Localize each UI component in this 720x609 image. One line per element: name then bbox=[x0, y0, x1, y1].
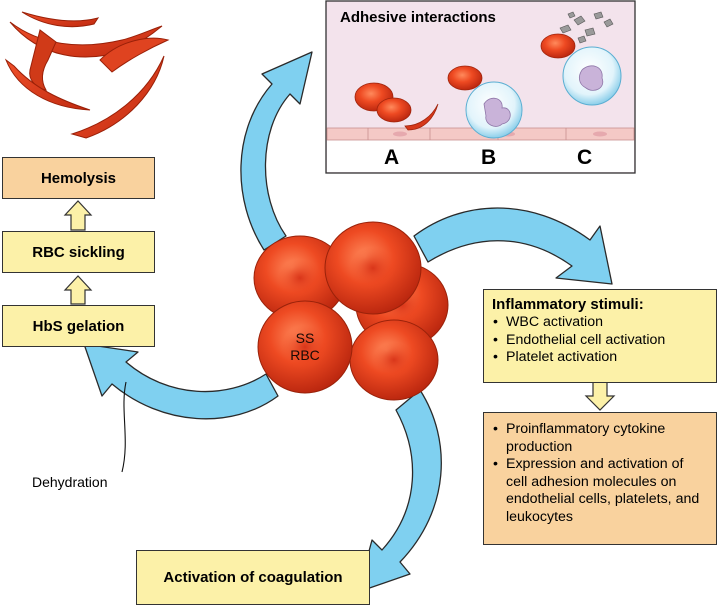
ss-rbc-cluster-icon bbox=[253, 221, 449, 401]
arrow-to-inflammatory bbox=[413, 207, 613, 285]
hemolysis-label: Hemolysis bbox=[40, 169, 117, 187]
adhesive-title: Adhesive interactions bbox=[340, 9, 496, 26]
arrow-to-adhesive bbox=[240, 51, 313, 251]
coagulation-label: Activation of coagulation bbox=[163, 569, 343, 586]
inflammatory-list: WBC activation Endothelial cell activati… bbox=[492, 314, 708, 367]
sickle-cell-cluster-icon bbox=[4, 11, 170, 139]
inflammatory-item: Platelet activation bbox=[492, 349, 708, 367]
chain-arrows bbox=[63, 200, 616, 411]
rbc-sickling-label: RBC sickling bbox=[32, 243, 125, 261]
adhesive-label-c: C bbox=[577, 146, 593, 169]
arrow-to-coagulation bbox=[357, 389, 442, 593]
downstream-item: Proinflammatory cytokine production bbox=[492, 421, 708, 456]
inflammatory-item: WBC activation bbox=[492, 314, 708, 332]
adhesive-label-a: A bbox=[384, 146, 400, 169]
inflammatory-stimuli-box: Inflammatory stimuli: WBC activation End… bbox=[483, 289, 717, 383]
dehydration-label: Dehydration bbox=[32, 474, 108, 490]
rbc-sickling-box: RBC sickling bbox=[2, 231, 155, 273]
coagulation-box: Activation of coagulation bbox=[136, 550, 370, 605]
ss-rbc-line1: SS bbox=[295, 330, 315, 346]
hbs-gelation-label: HbS gelation bbox=[32, 317, 125, 335]
downstream-item: Expression and activation of cell adhesi… bbox=[492, 456, 708, 526]
dehydration-leader-line bbox=[121, 381, 127, 473]
hbs-gelation-box: HbS gelation bbox=[2, 305, 155, 347]
inflammatory-item: Endothelial cell activation bbox=[492, 332, 708, 350]
ss-rbc-label: SS RBC bbox=[282, 330, 328, 364]
ss-rbc-line2: RBC bbox=[290, 347, 320, 363]
hemolysis-box: Hemolysis bbox=[2, 157, 155, 199]
platelet-icon bbox=[559, 11, 614, 44]
adhesive-panel-graphics bbox=[325, 0, 636, 174]
flow-arrows bbox=[83, 51, 613, 593]
adhesive-label-b: B bbox=[481, 146, 497, 169]
inflammatory-title: Inflammatory stimuli: bbox=[492, 296, 644, 313]
downstream-list: Proinflammatory cytokine production Expr… bbox=[492, 421, 708, 526]
arrow-to-hbs-gelation bbox=[83, 343, 279, 420]
downstream-effects-box: Proinflammatory cytokine production Expr… bbox=[483, 412, 717, 545]
